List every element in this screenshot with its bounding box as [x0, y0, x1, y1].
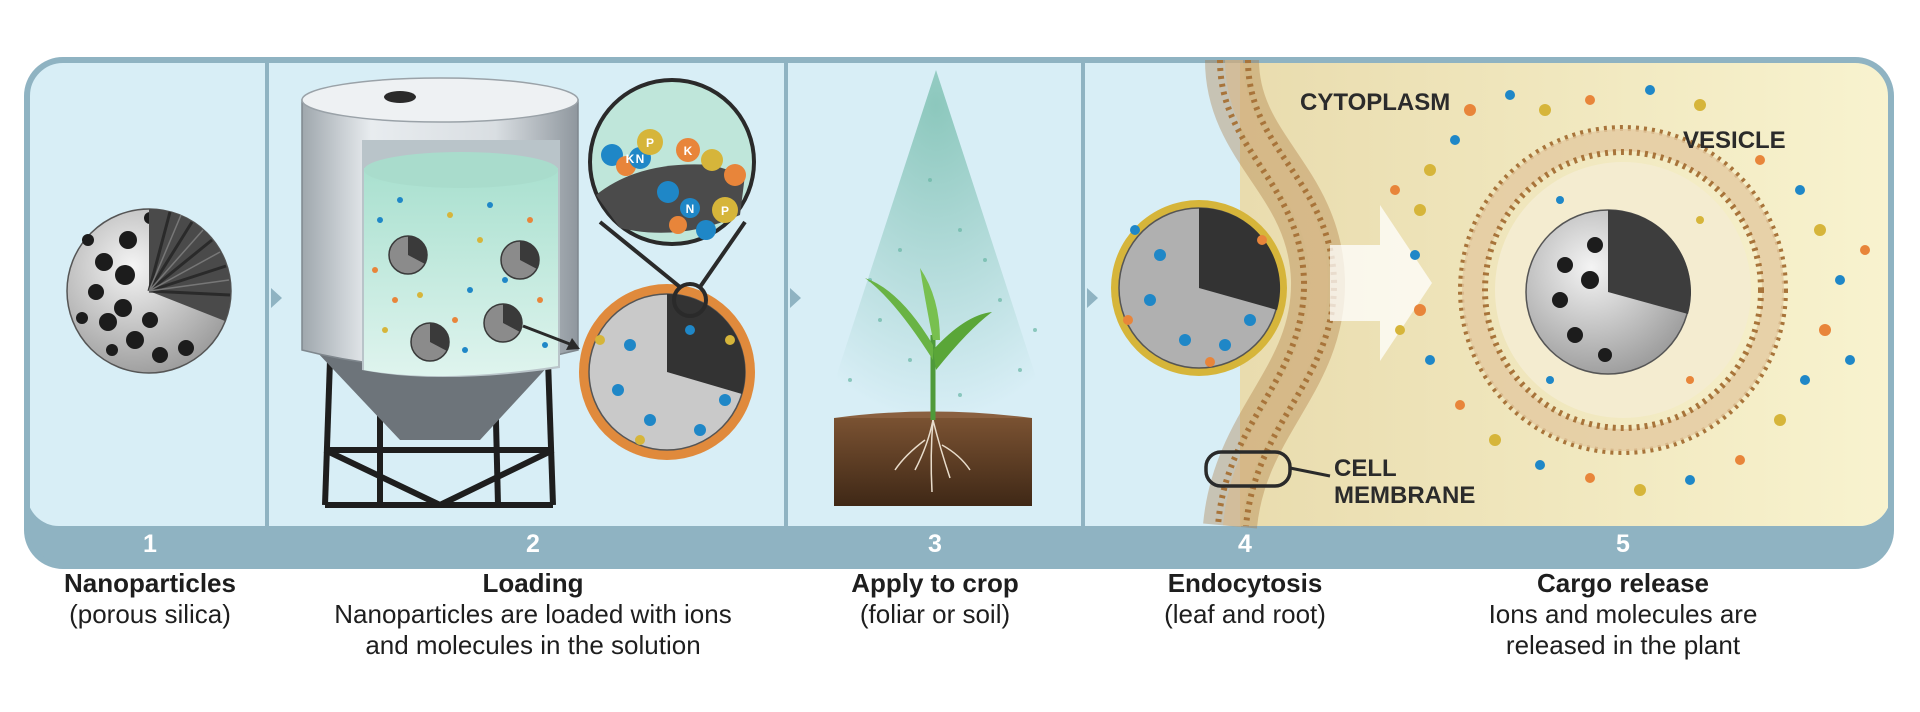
cell-membrane-label-line1: CELL	[1334, 455, 1397, 482]
caption-step-5-desc-line2: released in the plant	[1505, 630, 1741, 660]
caption-step-5-title: Cargo release	[1537, 568, 1709, 598]
ion-letter-k1: K	[626, 152, 635, 166]
tank-ions	[372, 197, 548, 353]
endocytosis-arrow	[1330, 205, 1432, 361]
ion-letter-k2: K	[684, 144, 693, 158]
caption-step-5: Cargo release Ions and molecules are rel…	[1433, 568, 1813, 661]
released-ions	[1390, 85, 1870, 496]
cell-membrane-label-line2: MEMBRANE	[1334, 482, 1475, 509]
zoom-connector	[598, 220, 747, 318]
membrane-highlight	[1204, 450, 1331, 488]
ion-letter-n2: N	[686, 202, 695, 216]
ion-letter-p2: P	[721, 204, 729, 218]
caption-step-4-title: Endocytosis	[1167, 568, 1323, 598]
caption-step-1-desc: (porous silica)	[69, 599, 231, 629]
endocytosis-particle	[1111, 200, 1287, 376]
caption-step-5-desc-line1: Ions and molecules are	[1488, 599, 1758, 629]
tank-particles	[388, 235, 540, 362]
cytoplasm-label: CYTOPLASM	[1300, 89, 1450, 116]
silica-nanoparticle	[66, 208, 232, 374]
caption-step-1-title: Nanoparticles	[64, 568, 236, 598]
soil-block	[834, 418, 1032, 506]
step-2-number: 2	[526, 530, 540, 558]
loading-tank	[301, 77, 580, 508]
step-3-number: 3	[928, 530, 942, 558]
frame-border	[24, 57, 1894, 569]
crop-application	[822, 70, 1050, 506]
zoom-bubble: K P N K N P	[588, 78, 756, 246]
loaded-nanoparticle	[579, 284, 755, 460]
caption-step-2-desc-line1: Nanoparticles are loaded with ions	[334, 599, 732, 629]
caption-step-3: Apply to crop (foliar or soil)	[805, 568, 1065, 630]
step-1-number: 1	[143, 530, 157, 558]
panel-dividers	[265, 60, 1085, 526]
divider-arrows	[271, 288, 1098, 308]
caption-step-1: Nanoparticles (porous silica)	[40, 568, 260, 630]
caption-step-3-title: Apply to crop	[851, 568, 1019, 598]
ion-letter-p1: P	[646, 136, 654, 150]
step-5-number: 5	[1616, 530, 1630, 558]
caption-step-3-desc: (foliar or soil)	[859, 599, 1011, 629]
step-4-number: 4	[1238, 530, 1252, 558]
caption-step-2-desc-line2: and molecules in the solution	[365, 630, 701, 660]
caption-step-2-title: Loading	[482, 568, 584, 598]
caption-step-2: Loading Nanoparticles are loaded with io…	[283, 568, 783, 661]
ion-letter-n1: N	[636, 152, 645, 166]
vesicle-label: VESICLE	[1683, 127, 1786, 154]
caption-step-4: Endocytosis (leaf and root)	[1115, 568, 1375, 630]
caption-step-4-desc: (leaf and root)	[1164, 599, 1326, 629]
released-nanoparticle	[1525, 209, 1692, 375]
